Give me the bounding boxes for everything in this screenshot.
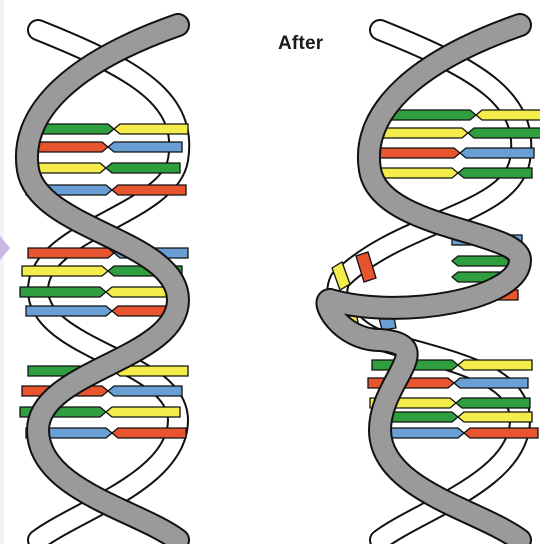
- helix-before: [20, 25, 188, 540]
- helix-after: [327, 25, 540, 540]
